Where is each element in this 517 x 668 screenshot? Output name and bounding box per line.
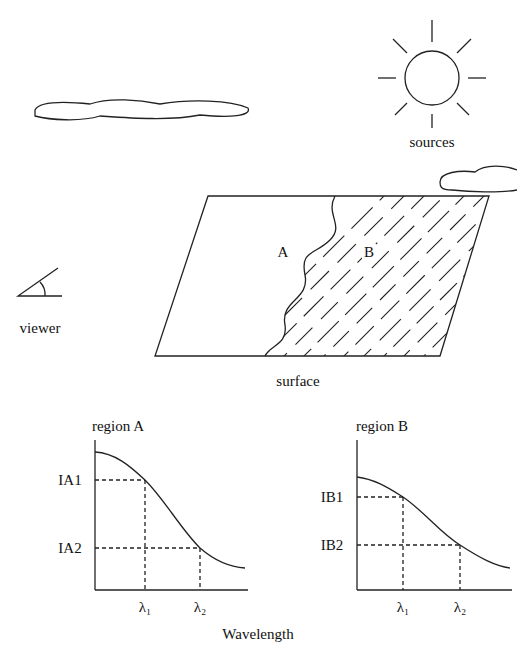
wavelength-tick: λ₂ bbox=[192, 599, 209, 616]
viewer-eye bbox=[18, 268, 62, 296]
region-letter: B bbox=[362, 244, 376, 261]
sun-rays bbox=[378, 20, 486, 128]
wavelength-tick: λ₁ bbox=[137, 599, 154, 616]
intensity-label: IB1 bbox=[319, 489, 346, 506]
cloud bbox=[440, 166, 517, 192]
surface-label: surface bbox=[274, 373, 321, 390]
cloud bbox=[35, 100, 248, 120]
intensity-label: IB2 bbox=[319, 537, 346, 554]
graph-title: region B bbox=[354, 418, 410, 435]
intensity-label: IA2 bbox=[56, 540, 83, 557]
wavelength-tick: λ₂ bbox=[452, 599, 469, 616]
wavelength-tick: λ₁ bbox=[395, 599, 412, 616]
viewer-label: viewer bbox=[18, 320, 63, 337]
graph-b bbox=[357, 440, 512, 590]
intensity-label: IA1 bbox=[56, 472, 83, 489]
source-label: sources bbox=[408, 134, 457, 151]
sun bbox=[405, 51, 459, 105]
hatching bbox=[210, 190, 517, 370]
region-letter: A bbox=[276, 244, 291, 261]
graph-a bbox=[95, 440, 248, 590]
axis-title: Wavelength bbox=[220, 626, 295, 643]
graph-title: region A bbox=[90, 418, 146, 435]
surface-plane bbox=[155, 196, 489, 356]
region-boundary bbox=[265, 196, 336, 356]
